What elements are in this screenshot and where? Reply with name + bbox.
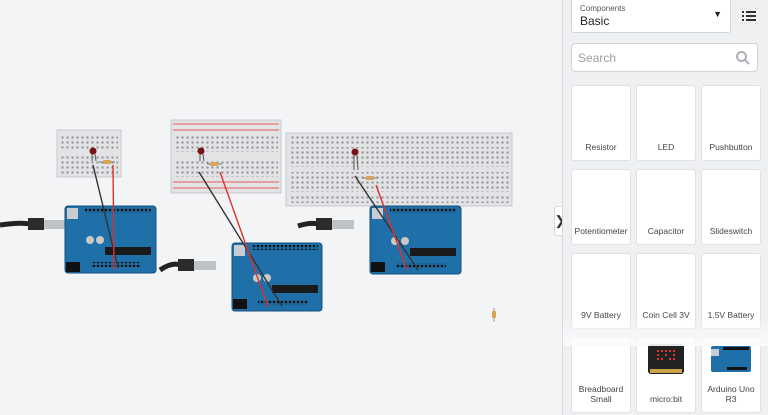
component-capacitor[interactable]: Capacitor (636, 169, 696, 245)
resistor-3[interactable] (362, 176, 378, 180)
search-icon[interactable] (735, 50, 751, 66)
usb-cable-1[interactable] (0, 218, 66, 230)
dropdown-label: Components (580, 4, 626, 13)
circuit-canvas[interactable] (0, 0, 562, 415)
wire-red-3[interactable] (375, 184, 408, 271)
component-breadboard-small[interactable]: Breadboard Small (571, 337, 631, 413)
search-input[interactable] (578, 49, 728, 66)
list-view-icon[interactable] (739, 6, 759, 26)
resistor-loose[interactable] (492, 308, 496, 322)
usb-cable-2[interactable] (158, 259, 216, 273)
arduino-thumbnail (711, 346, 751, 372)
dropdown-value: Basic (580, 14, 610, 28)
arduino-uno-3[interactable] (369, 205, 462, 275)
wire-red-1[interactable] (112, 164, 115, 271)
component-potentiometer[interactable]: Potentiometer (571, 169, 631, 245)
wire-black-2[interactable] (198, 171, 283, 307)
led-1[interactable] (89, 147, 97, 162)
component-led[interactable]: LED (636, 85, 696, 161)
scroll-fade (563, 316, 768, 346)
resistor-1[interactable] (99, 160, 115, 164)
wire-black-3[interactable] (354, 175, 419, 271)
breadboard-2[interactable] (170, 119, 282, 194)
caret-down-icon: ▼ (713, 9, 722, 19)
breadboard-small-1[interactable] (56, 129, 122, 178)
led-3[interactable] (351, 148, 359, 171)
components-panel: Components Basic ▼ Resistor LED Pushbutt… (562, 0, 768, 415)
led-2[interactable] (197, 147, 205, 162)
component-pushbutton[interactable]: Pushbutton (701, 85, 761, 161)
breadboard-3[interactable] (285, 132, 513, 207)
component-resistor[interactable]: Resistor (571, 85, 631, 161)
component-arduino-uno[interactable]: Arduino Uno R3 (701, 337, 761, 413)
arduino-uno-2[interactable] (231, 242, 323, 312)
component-slideswitch[interactable]: Slideswitch (701, 169, 761, 245)
components-dropdown[interactable]: Components Basic ▼ (571, 0, 731, 33)
chevron-right-icon: ❯ (554, 213, 566, 228)
resistor-2[interactable] (207, 162, 222, 166)
search-box (571, 43, 758, 72)
microbit-thumbnail (648, 344, 684, 374)
circuit-drawing[interactable] (0, 0, 562, 415)
wire-red-2[interactable] (219, 171, 269, 308)
usb-cable-3[interactable] (297, 218, 354, 230)
component-microbit[interactable]: micro:bit (636, 337, 696, 413)
